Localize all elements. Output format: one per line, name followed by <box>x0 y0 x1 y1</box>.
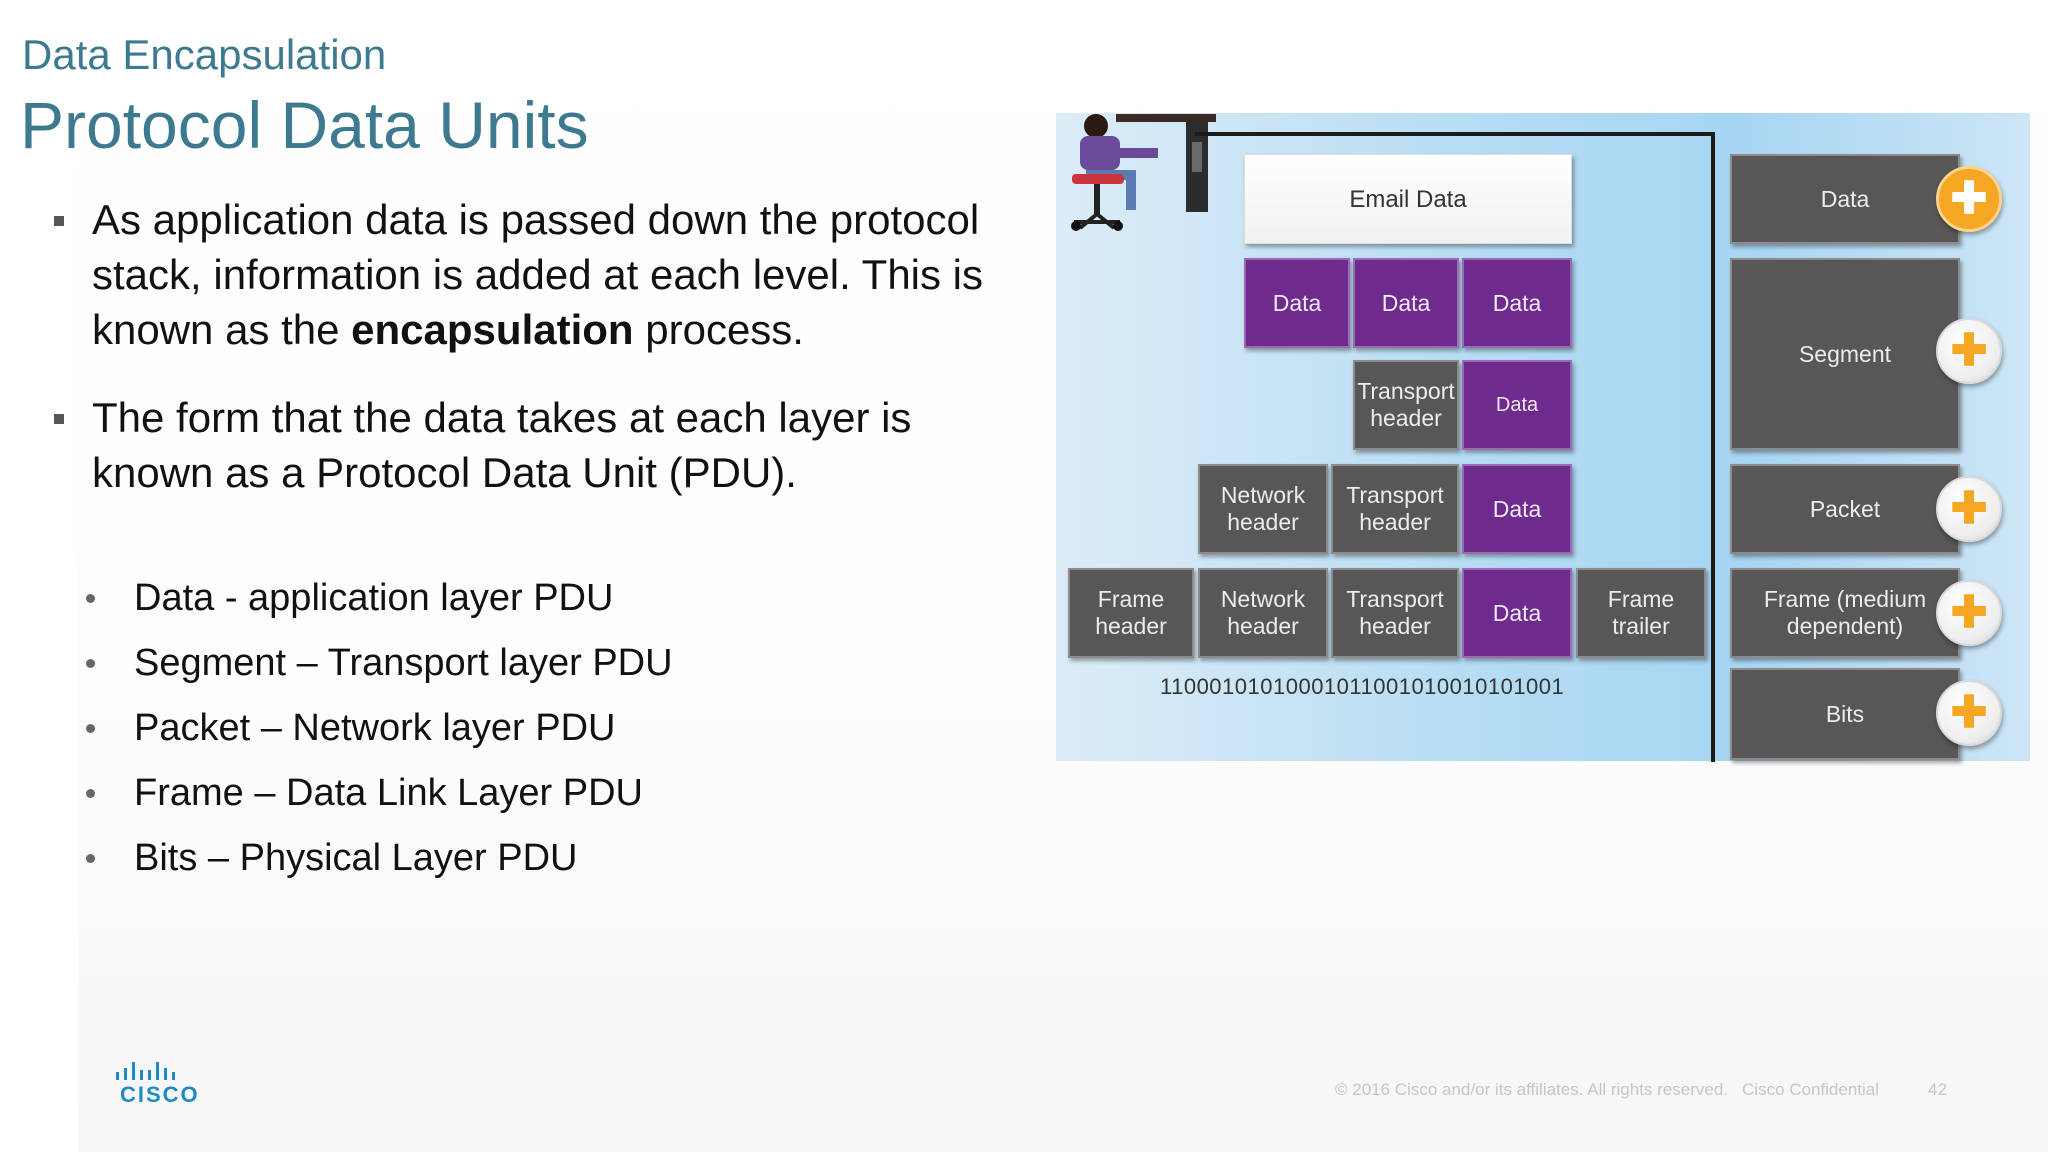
pdu-label-data: Data <box>1730 154 1960 244</box>
plus-icon[interactable]: ✚ <box>1936 680 2002 746</box>
square-bullet-icon <box>54 216 64 226</box>
person-at-computer-icon <box>1071 114 1216 231</box>
data-box: Data <box>1462 568 1572 658</box>
list-item: Segment – Transport layer PDU <box>84 641 673 685</box>
dot-bullet-icon <box>86 594 95 603</box>
frame-trailer-box: Frame trailer <box>1576 568 1706 658</box>
diagram-top-line <box>1195 132 1715 136</box>
list-item: Packet – Network layer PDU <box>84 706 673 750</box>
transport-header-box: Transport header <box>1353 360 1459 450</box>
list-item: Frame – Data Link Layer PDU <box>84 771 673 815</box>
list-item: Bits – Physical Layer PDU <box>84 836 673 880</box>
data-box: Data <box>1462 258 1572 348</box>
square-bullet-icon <box>54 414 64 424</box>
email-data-box: Email Data <box>1244 154 1572 244</box>
plus-icon[interactable]: ✚ <box>1936 318 2002 384</box>
plus-icon[interactable]: ✚ <box>1936 580 2002 646</box>
dot-bullet-icon <box>86 789 95 798</box>
transport-header-box: Transport header <box>1331 464 1459 554</box>
network-header-box: Network header <box>1198 568 1328 658</box>
bullet-text-end: process. <box>633 306 804 353</box>
pdu-label-segment: Segment <box>1730 258 1960 450</box>
bit-stream: 11000101010001011001010010101001 <box>1160 674 1565 699</box>
cisco-logo-text: CISCO <box>120 1082 200 1107</box>
list-item-text: Packet – Network layer PDU <box>134 707 616 749</box>
data-box: Data <box>1244 258 1350 348</box>
pdu-label-bits: Bits <box>1730 668 1960 760</box>
network-header-box: Network header <box>1198 464 1328 554</box>
frame-header-box: Frame header <box>1068 568 1194 658</box>
slide-subtitle: Data Encapsulation <box>22 31 387 78</box>
slide-left-margin <box>0 0 78 1152</box>
dot-bullet-icon <box>86 659 95 668</box>
bullet-bold-term: encapsulation <box>351 306 634 353</box>
bullet-list: As application data is passed down the p… <box>52 192 1012 500</box>
cisco-logo-icon <box>116 1062 175 1080</box>
plus-icon[interactable]: ✚ <box>1936 476 2002 542</box>
page-number: 42 <box>1928 1080 1947 1099</box>
list-item-text: Data - application layer PDU <box>134 577 614 619</box>
confidential-text: Cisco Confidential <box>1742 1080 1880 1099</box>
list-item-text: Frame – Data Link Layer PDU <box>134 772 643 814</box>
bullet-text: The form that the data takes at each lay… <box>92 394 912 496</box>
bullet-pdu: The form that the data takes at each lay… <box>52 390 1012 500</box>
dot-bullet-icon <box>86 854 95 863</box>
data-box: Data <box>1353 258 1459 348</box>
transport-header-box: Transport header <box>1331 568 1459 658</box>
list-item: Data - application layer PDU <box>84 576 673 620</box>
list-item-text: Bits – Physical Layer PDU <box>134 837 578 879</box>
bullet-text: As application data is passed down the p… <box>92 196 984 353</box>
pdu-label-packet: Packet <box>1730 464 1960 554</box>
footer-copyright: © 2016 Cisco and/or its affiliates. All … <box>1335 1080 1879 1100</box>
bullet-encapsulation: As application data is passed down the p… <box>52 192 1012 357</box>
plus-icon[interactable]: ✚ <box>1936 166 2002 232</box>
pdu-label-frame: Frame (medium dependent) <box>1730 568 1960 658</box>
diagram-divider-line <box>1711 132 1715 762</box>
list-item-text: Segment – Transport layer PDU <box>134 642 673 684</box>
data-box: Data <box>1462 464 1572 554</box>
dot-bullet-icon <box>86 724 95 733</box>
slide-title: Protocol Data Units <box>20 88 589 162</box>
pdu-sublist: Data - application layer PDU Segment – T… <box>84 576 673 901</box>
data-box: Data <box>1462 360 1572 450</box>
copyright-text: © 2016 Cisco and/or its affiliates. All … <box>1335 1080 1729 1099</box>
